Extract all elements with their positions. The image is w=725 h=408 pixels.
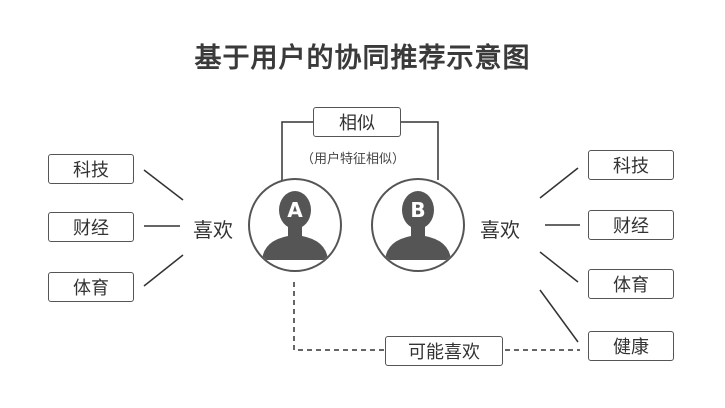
user-b-letter: B xyxy=(410,198,426,222)
person-silhouette-icon xyxy=(385,191,451,260)
connector-left-sports xyxy=(143,254,184,287)
connector-left-tech xyxy=(143,169,184,201)
right-interest-finance: 财经 xyxy=(588,210,674,240)
person-silhouette-icon xyxy=(262,191,328,260)
connector-right-health xyxy=(539,289,579,343)
similar-label: 相似 xyxy=(339,113,375,134)
connector-right-tech xyxy=(539,167,579,199)
left-interest-finance: 财经 xyxy=(48,212,134,242)
right-likes-label: 喜欢 xyxy=(480,218,520,242)
user-b-avatar: B xyxy=(371,178,465,272)
connector-right-sports xyxy=(539,251,579,283)
user-a-avatar: A xyxy=(248,178,342,272)
left-interest-tech: 科技 xyxy=(48,154,134,184)
similar-note: （用户特征相似） xyxy=(301,152,406,167)
right-interest-label: 财经 xyxy=(613,216,649,237)
diagram-title: 基于用户的协同推荐示意图 xyxy=(194,43,531,74)
left-interest-label: 体育 xyxy=(73,278,109,299)
right-interest-sports: 体育 xyxy=(588,269,674,299)
maybe-like-path xyxy=(293,282,580,351)
left-interest-sports: 体育 xyxy=(48,272,134,302)
right-interest-health: 健康 xyxy=(588,331,674,361)
similar-label-box: 相似 xyxy=(313,107,401,137)
maybe-like-label: 可能喜欢 xyxy=(408,342,480,363)
right-interest-tech: 科技 xyxy=(588,150,674,180)
right-interest-label: 健康 xyxy=(613,337,649,358)
left-likes-label: 喜欢 xyxy=(193,218,233,242)
left-interest-label: 科技 xyxy=(73,160,109,181)
right-interest-label: 科技 xyxy=(613,156,649,177)
left-interest-label: 财经 xyxy=(73,218,109,239)
right-interest-label: 体育 xyxy=(613,275,649,296)
user-a-letter: A xyxy=(287,198,303,222)
maybe-like-box: 可能喜欢 xyxy=(385,336,503,366)
